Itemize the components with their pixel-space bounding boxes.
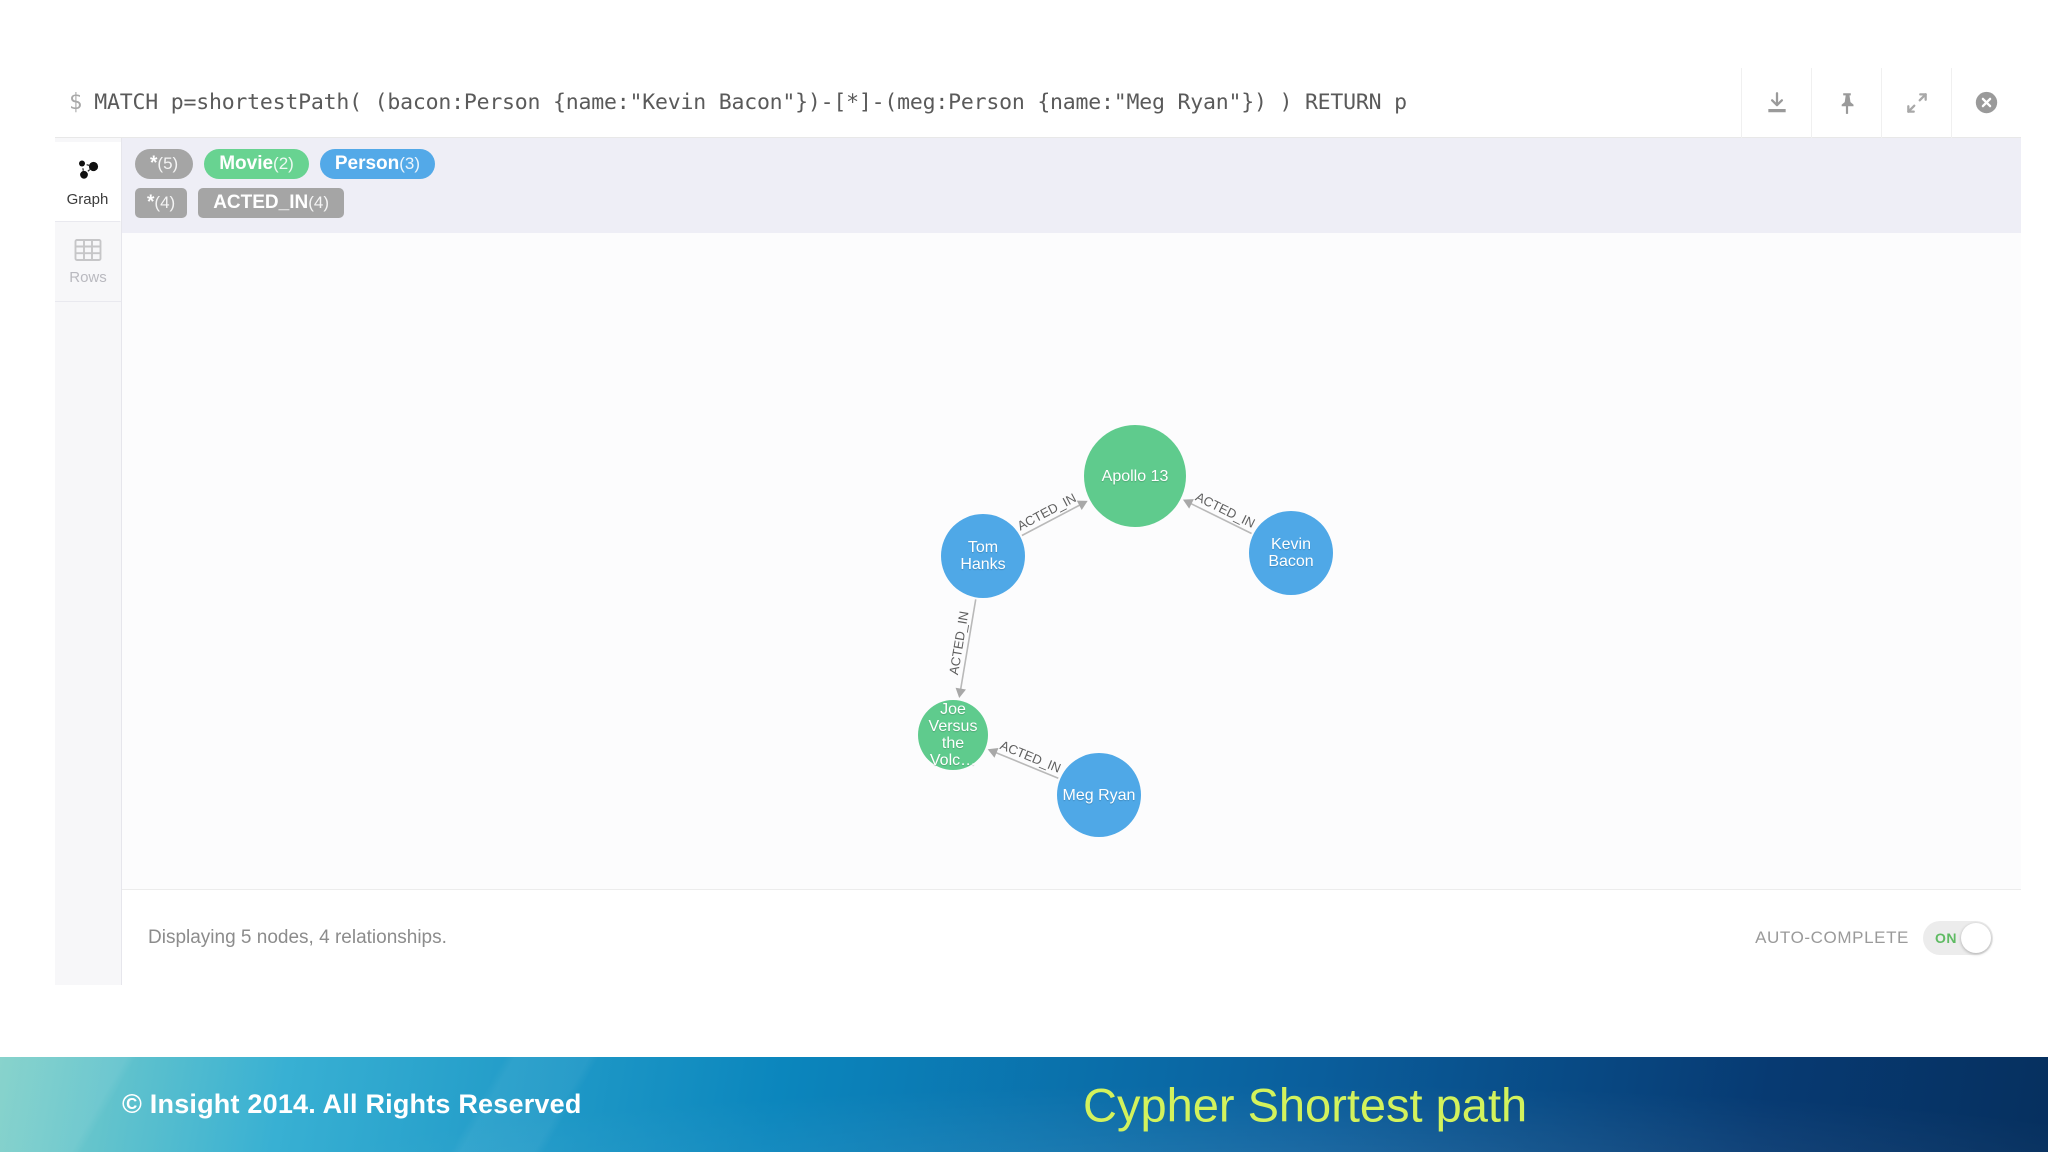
autocomplete-state: ON: [1935, 929, 1957, 946]
legend-pill-label: *: [150, 153, 158, 174]
sidebar-item-rows[interactable]: Rows: [55, 222, 121, 302]
graph-edge-arrow: [987, 747, 999, 758]
legend-pill-label: Movie: [219, 153, 274, 174]
slide-footer-banner: © Insight 2014. All Rights Reserved Cyph…: [0, 1057, 2048, 1152]
graph-edge-arrow: [955, 687, 966, 699]
graph-node-joevolcano[interactable]: Joe Versus the Volc…: [918, 700, 988, 770]
graph-node-label: Kevin Bacon: [1268, 536, 1314, 570]
query-bar: $ MATCH p=shortestPath( (bacon:Person {n…: [55, 67, 2021, 138]
table-grid-icon: [74, 239, 102, 261]
frame-sidebar: Graph Rows: [55, 138, 122, 985]
legend-pill-count: (3): [399, 154, 421, 173]
sidebar-item-rows-label: Rows: [69, 269, 107, 286]
graph-node-label: Apollo 13: [1101, 467, 1169, 485]
legend-pill-count: (5): [157, 154, 179, 173]
neo4j-result-frame: $ MATCH p=shortestPath( (bacon:Person {n…: [55, 67, 2021, 985]
pin-frame-button[interactable]: [1811, 67, 1881, 138]
prompt-symbol: $: [69, 89, 83, 115]
legend-pill-acted-in[interactable]: ACTED_IN(4): [198, 188, 344, 218]
legend-pill-count: (4): [154, 193, 176, 212]
legend-relationship-row: *(4) ACTED_IN(4): [135, 188, 2021, 218]
graph-edge-label: ACTED_IN: [1015, 490, 1079, 533]
graph-edge[interactable]: [1021, 504, 1081, 537]
legend-pill-all-nodes[interactable]: *(5): [135, 149, 194, 179]
graph-edge[interactable]: [1190, 502, 1252, 535]
graph-node-tomhanks[interactable]: Tom Hanks: [941, 514, 1025, 598]
graph-edge-label: ACTED_IN: [998, 737, 1063, 775]
sidebar-item-graph-label: Graph: [66, 191, 109, 208]
slide-title: Cypher Shortest path: [1083, 1078, 1528, 1131]
graph-edge[interactable]: [959, 599, 977, 690]
graph-node-label: Meg Ryan: [1062, 786, 1136, 804]
legend-pill-label: Person: [334, 153, 400, 174]
toggle-knob: [1961, 922, 1991, 953]
legend-pill-label: *: [147, 192, 155, 213]
graph-node-megryan[interactable]: Meg Ryan: [1057, 753, 1141, 837]
legend-pill-all-relationships[interactable]: *(4): [135, 188, 188, 218]
copyright-text: © Insight 2014. All Rights Reserved: [122, 1089, 582, 1119]
frame-body: Graph Rows *(5) Movie(2) Person(3): [55, 138, 2021, 985]
status-text: Displaying 5 nodes, 4 relationships.: [148, 926, 447, 948]
autocomplete-toggle[interactable]: ON: [1923, 920, 1993, 955]
legend-pill-count: (2): [273, 154, 294, 173]
close-circle-icon: [1975, 91, 1998, 114]
save-query-button[interactable]: [1741, 67, 1811, 138]
graph-edge-arrow: [1182, 499, 1194, 509]
frame-content: *(5) Movie(2) Person(3) *(4) ACTED_IN(4)…: [122, 138, 2021, 985]
frame-status-bar: Displaying 5 nodes, 4 relationships. AUT…: [122, 890, 2021, 985]
legend-pill-count: (4): [308, 193, 329, 212]
download-icon: [1767, 91, 1786, 112]
autocomplete-control: AUTO-COMPLETE ON: [1755, 920, 1993, 955]
pin-icon: [1841, 92, 1853, 114]
graph-node-label: Joe Versus the Volc…: [928, 701, 978, 769]
graph-edge-arrow: [1076, 500, 1088, 511]
graph-node-label: Tom Hanks: [960, 539, 1006, 573]
frame-action-bar: [1741, 67, 2021, 138]
autocomplete-label: AUTO-COMPLETE: [1755, 927, 1909, 947]
graph-edge[interactable]: [995, 751, 1059, 780]
legend-pill-movie[interactable]: Movie(2): [204, 149, 309, 179]
cypher-query-text[interactable]: MATCH p=shortestPath( (bacon:Person {nam…: [94, 90, 1407, 115]
legend-node-row: *(5) Movie(2) Person(3): [135, 149, 2021, 179]
graph-node-kevinbacon[interactable]: Kevin Bacon: [1249, 511, 1333, 595]
expand-icon: [1906, 92, 1927, 113]
sidebar-item-graph[interactable]: Graph: [55, 142, 121, 222]
legend-pill-label: ACTED_IN: [213, 192, 309, 213]
graph-icon: [78, 160, 98, 179]
expand-frame-button[interactable]: [1881, 67, 1951, 138]
legend-pill-person[interactable]: Person(3): [319, 149, 436, 179]
graph-node-apollo13[interactable]: Apollo 13: [1084, 425, 1186, 527]
close-frame-button[interactable]: [1951, 67, 2021, 138]
legend-bar: *(5) Movie(2) Person(3) *(4) ACTED_IN(4): [122, 138, 2021, 233]
